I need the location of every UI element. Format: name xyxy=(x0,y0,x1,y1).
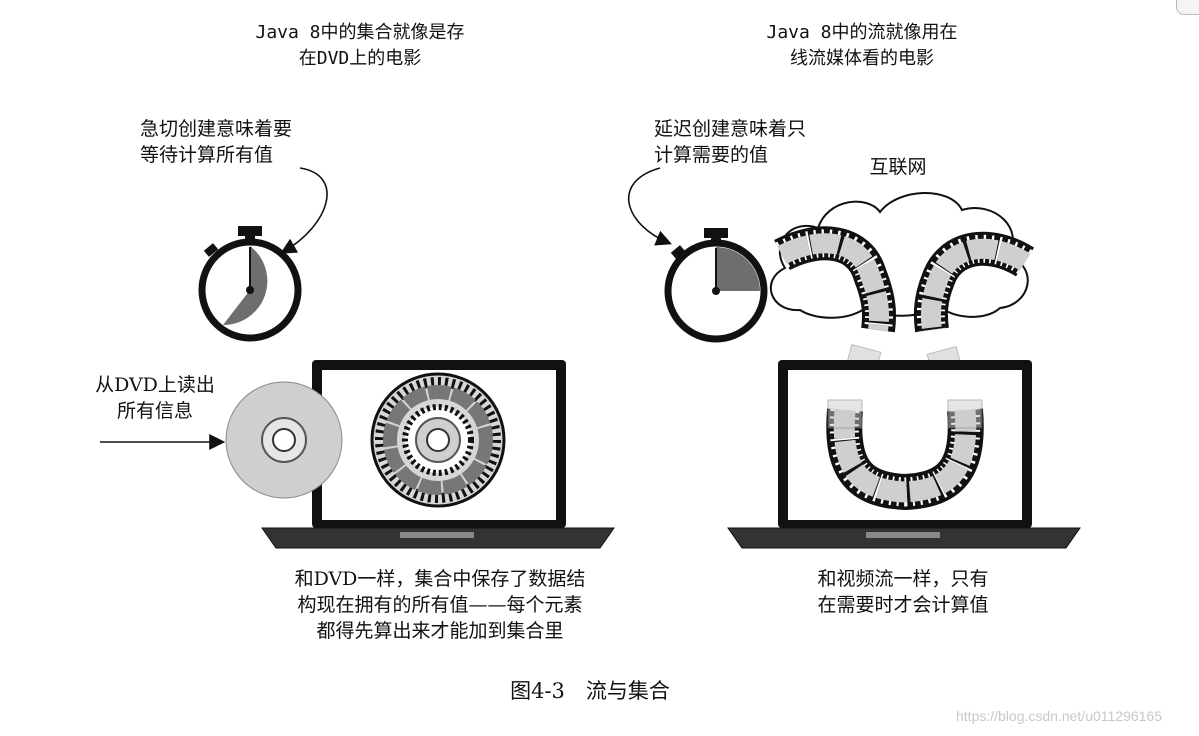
film-strip-streaming xyxy=(826,408,984,511)
cloud-label: 互联网 xyxy=(869,156,927,178)
film-strip-cloud-right xyxy=(913,231,1035,333)
left-stopwatch-icon xyxy=(198,226,302,342)
left-caption: 和DVD一样，集合中保存了数据结 构现在拥有的所有值——每个元素 都得先算出来才… xyxy=(294,568,586,642)
right-stopwatch-icon xyxy=(664,228,768,343)
right-caption: 和视频流一样，只有 在需要时才会计算值 xyxy=(817,568,989,616)
film-frames-entering xyxy=(827,399,983,429)
film-reel-icon xyxy=(370,372,506,508)
figure-caption: 图4-3 流与集合 xyxy=(510,679,670,703)
left-title: Java 8中的集合就像是存 在DVD上的电影 xyxy=(255,22,465,69)
right-laptop xyxy=(727,360,1081,549)
read-dvd-note: 从DVD上读出 所有信息 xyxy=(95,374,215,422)
film-strip-cloud-left xyxy=(774,226,896,333)
left-note-arrow xyxy=(280,167,328,254)
window-corner-tab xyxy=(1176,0,1199,15)
lazy-note: 延迟创建意味着只 计算需要的值 xyxy=(654,118,807,166)
watermark: https://blog.csdn.net/u011296165 xyxy=(956,708,1163,724)
dvd-disc-icon xyxy=(225,381,343,499)
eager-note: 急切创建意味着要 等待计算所有值 xyxy=(140,118,293,166)
right-title: Java 8中的流就像用在 线流媒体看的电影 xyxy=(766,22,958,69)
right-note-arrow xyxy=(627,167,672,246)
